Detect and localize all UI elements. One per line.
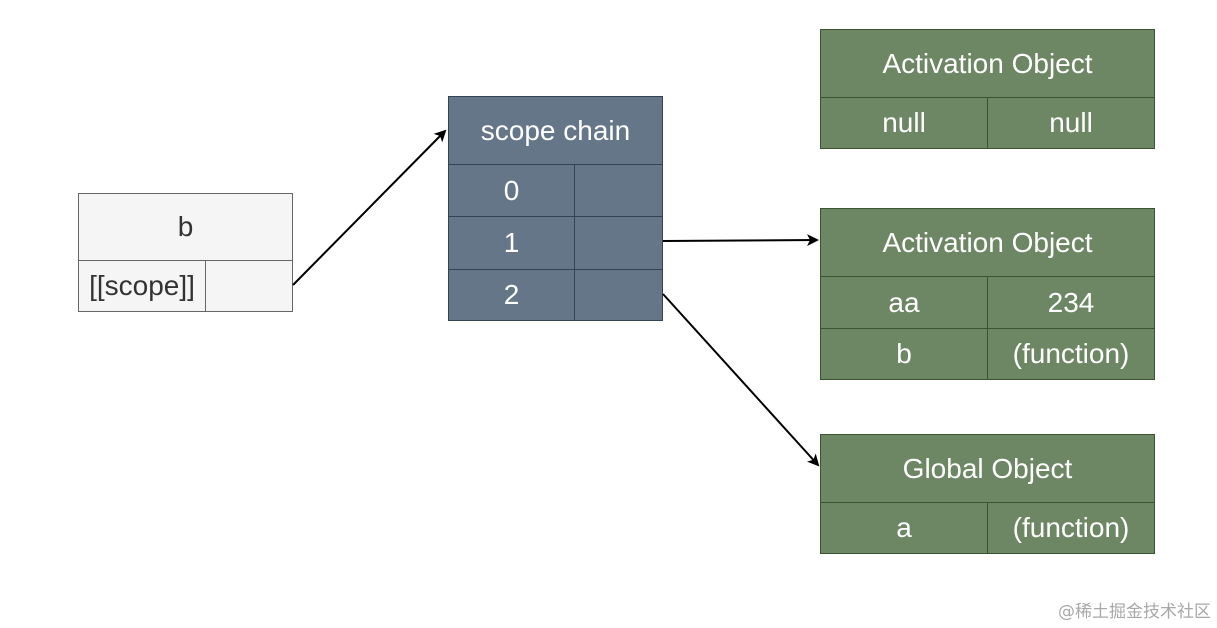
scope-chain-box: scope chain 0 1 2 xyxy=(448,96,663,321)
object-key: b xyxy=(821,328,987,379)
scope-property-value xyxy=(205,260,292,311)
object-title: Global Object xyxy=(902,452,1073,484)
function-b-box: b [[scope]] xyxy=(78,193,293,312)
object-value: null xyxy=(987,97,1154,148)
object-title: Activation Object xyxy=(882,226,1093,258)
object-title: Activation Object xyxy=(882,47,1093,79)
scope-chain-slot xyxy=(574,164,662,216)
global-object-box: Global Object a (function) xyxy=(820,434,1155,554)
scope-property-label: [[scope]] xyxy=(79,260,205,311)
scope-chain-slot xyxy=(574,269,662,320)
object-value: (function) xyxy=(987,502,1154,553)
scope-chain-index: 1 xyxy=(449,216,574,269)
scope-chain-index: 2 xyxy=(449,269,574,320)
object-value: (function) xyxy=(987,328,1154,379)
arrow-chain-1-to-activation xyxy=(662,234,819,247)
object-key: null xyxy=(821,97,987,148)
scope-chain-slot xyxy=(574,216,662,269)
object-key: a xyxy=(821,502,987,553)
arrow-scope-to-chain xyxy=(292,129,447,286)
scope-chain-index: 0 xyxy=(449,164,574,216)
watermark: @稀土掘金技术社区 xyxy=(1058,602,1211,622)
scope-chain-title: scope chain xyxy=(480,114,631,146)
function-name: b xyxy=(177,211,194,242)
object-value: 234 xyxy=(987,276,1154,328)
object-key: aa xyxy=(821,276,987,328)
activation-object-box: Activation Object aa 234 b (function) xyxy=(820,208,1155,380)
arrow-chain-2-to-global xyxy=(662,293,820,467)
activation-object-box: Activation Object null null xyxy=(820,29,1155,149)
